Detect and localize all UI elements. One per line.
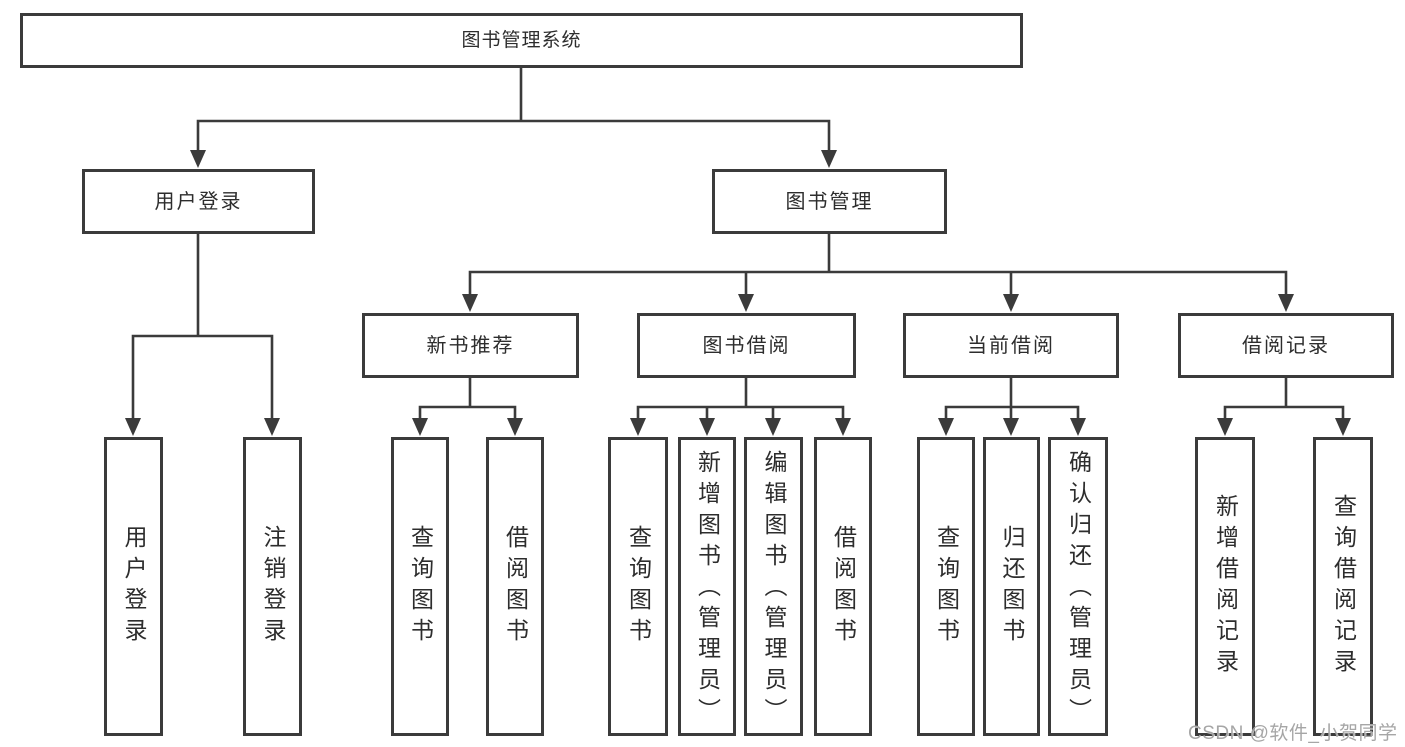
- node-current-borrowing: 当前借阅: [903, 313, 1119, 378]
- leaf-user-login: 用户登录: [104, 437, 163, 736]
- leaf-br-query-record: 查询借阅记录: [1313, 437, 1373, 736]
- leaf-br-add-record: 新增借阅记录: [1195, 437, 1255, 736]
- watermark-text: CSDN @软件_小贺同学: [1188, 723, 1398, 744]
- leaf-nbr-borrow-books: 借阅图书: [486, 437, 544, 736]
- leaf-cb-confirm-return-admin: 确认归还（管理员）: [1048, 437, 1108, 736]
- leaf-bb-borrow-books: 借阅图书: [814, 437, 872, 736]
- leaf-bb-query-books: 查询图书: [608, 437, 668, 736]
- node-book-borrowing: 图书借阅: [637, 313, 856, 378]
- leaf-nbr-query-books: 查询图书: [391, 437, 449, 736]
- node-new-book-recommendation: 新书推荐: [362, 313, 579, 378]
- leaf-bb-add-books-admin: 新增图书（管理员）: [678, 437, 736, 736]
- leaf-cb-return-books: 归还图书: [983, 437, 1040, 736]
- node-book-management: 图书管理: [712, 169, 947, 234]
- node-library-system: 图书管理系统: [20, 13, 1023, 68]
- leaf-logout: 注销登录: [243, 437, 302, 736]
- leaf-cb-query-books: 查询图书: [917, 437, 975, 736]
- node-borrowing-records: 借阅记录: [1178, 313, 1394, 378]
- node-user-login: 用户登录: [82, 169, 315, 234]
- leaf-bb-edit-books-admin: 编辑图书（管理员）: [744, 437, 803, 736]
